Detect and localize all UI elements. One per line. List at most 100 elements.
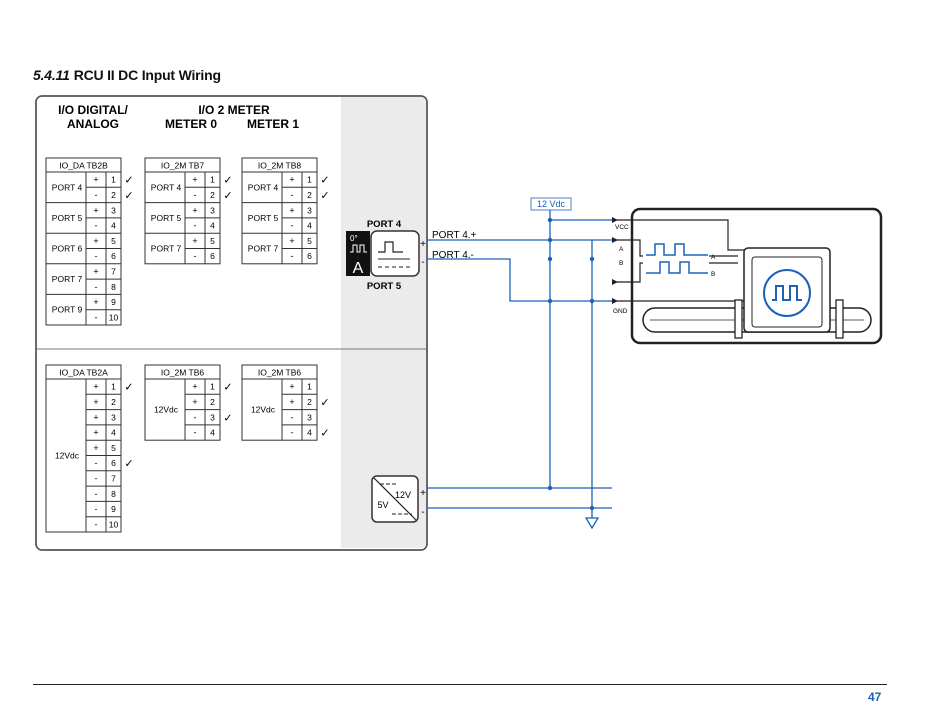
terminal-sign: + xyxy=(93,412,98,422)
check-mark: ✓ xyxy=(124,458,133,470)
terminal-sign: + xyxy=(289,382,294,392)
terminal-pin: 1 xyxy=(111,175,116,185)
terminal-sign: - xyxy=(291,412,294,422)
module-plus: + xyxy=(420,239,426,250)
terminal-pin: 1 xyxy=(111,382,116,392)
table-header: IO_DA TB2A xyxy=(59,368,108,378)
supply-label: 12Vdc xyxy=(154,405,179,415)
terminal-pin: 6 xyxy=(111,251,116,261)
signal-b-waveform xyxy=(646,261,708,274)
module-port-top: PORT 4 xyxy=(367,219,402,230)
terminal-pin: 5 xyxy=(210,236,215,246)
terminal-pin: 2 xyxy=(111,397,116,407)
terminal-pin: 1 xyxy=(307,382,312,392)
junction-dots xyxy=(547,217,595,511)
header-meter-0: METER 0 xyxy=(165,117,217,131)
dc-converter: 12V 5V + - xyxy=(371,475,426,523)
module-badge-letter: A xyxy=(353,260,364,277)
port-label: PORT 5 xyxy=(151,213,182,223)
terminal-sign: + xyxy=(93,297,98,307)
check-mark: ✓ xyxy=(124,175,133,187)
converter-out-label: 12V xyxy=(395,490,411,500)
check-mark: ✓ xyxy=(124,190,133,202)
terminal-sign: - xyxy=(95,504,98,514)
table-header: IO_2M TB6 xyxy=(161,368,205,378)
terminal-pin: 4 xyxy=(111,221,116,231)
terminal-sign: + xyxy=(93,205,98,215)
meter-pulse-icon xyxy=(772,285,802,301)
terminal-sign: + xyxy=(93,382,98,392)
table-header: IO_2M TB8 xyxy=(258,161,302,171)
terminal-pin: 3 xyxy=(307,412,312,422)
table-header: IO_2M TB6 xyxy=(258,368,302,378)
terminal-sign: + xyxy=(289,175,294,185)
terminal-sign: + xyxy=(192,236,197,246)
module-minus: - xyxy=(421,257,424,268)
table-header: IO_DA TB2B xyxy=(59,161,108,171)
terminal-pin: 4 xyxy=(210,221,215,231)
terminal-pin: 9 xyxy=(111,297,116,307)
terminal-sign: + xyxy=(289,397,294,407)
header-io-2-meter: I/O 2 METER xyxy=(198,103,270,117)
meter-b-label: B xyxy=(619,260,623,267)
terminal-sign: - xyxy=(95,282,98,292)
terminal-pin: 5 xyxy=(307,236,312,246)
module-port-bottom: PORT 5 xyxy=(367,281,402,292)
module-badge-degree: 0° xyxy=(350,234,358,243)
table-header: IO_2M TB7 xyxy=(161,161,205,171)
square-wave-icon xyxy=(378,241,403,253)
label-12vdc: 12 Vdc xyxy=(537,199,566,209)
terminal-pin: 3 xyxy=(111,205,116,215)
terminal-sign: + xyxy=(93,236,98,246)
terminal-pin: 9 xyxy=(111,504,116,514)
terminal-sign: - xyxy=(291,428,294,438)
check-mark: ✓ xyxy=(320,175,329,187)
terminal-sign: - xyxy=(194,221,197,231)
converter-minus: - xyxy=(421,507,424,518)
wiring xyxy=(428,210,612,518)
supply-label: 12Vdc xyxy=(55,451,80,461)
check-mark: ✓ xyxy=(223,382,232,394)
port-label: PORT 7 xyxy=(248,244,279,254)
terminal-sign: + xyxy=(93,266,98,276)
terminal-sign: - xyxy=(95,473,98,483)
terminal-pin: 10 xyxy=(109,519,119,529)
terminal-pin: 2 xyxy=(210,190,215,200)
footer-rule xyxy=(33,684,887,685)
port-label: PORT 7 xyxy=(52,274,83,284)
terminal-sign: + xyxy=(93,397,98,407)
header-io-digital: I/O DIGITAL/ xyxy=(58,103,128,117)
terminal-pin: 2 xyxy=(210,397,215,407)
terminal-sign: - xyxy=(95,251,98,261)
check-mark: ✓ xyxy=(124,382,133,394)
page-number: 47 xyxy=(868,690,882,704)
terminal-sign: + xyxy=(192,205,197,215)
header-meter-1: METER 1 xyxy=(247,117,299,131)
terminal-sign: + xyxy=(289,236,294,246)
terminal-pin: 6 xyxy=(210,251,215,261)
terminal-pin: 3 xyxy=(307,205,312,215)
terminal-pin: 3 xyxy=(210,205,215,215)
check-mark: ✓ xyxy=(320,428,329,440)
terminal-pin: 3 xyxy=(210,412,215,422)
supply-tag xyxy=(530,197,572,211)
terminal-sign: + xyxy=(192,397,197,407)
terminal-sign: + xyxy=(93,443,98,453)
meter-gnd-label: GND xyxy=(613,308,628,315)
terminal-pin: 4 xyxy=(111,428,116,438)
section-title: RCU II DC Input Wiring xyxy=(73,67,221,83)
check-mark: ✓ xyxy=(223,412,232,424)
terminal-sign: - xyxy=(194,251,197,261)
ground-icon xyxy=(584,517,600,530)
terminal-pin: 2 xyxy=(307,190,312,200)
terminal-sign: + xyxy=(192,175,197,185)
meter-b-right-label: B xyxy=(711,271,715,278)
header-analog: ANALOG xyxy=(67,117,119,131)
terminal-pin: 4 xyxy=(210,428,215,438)
